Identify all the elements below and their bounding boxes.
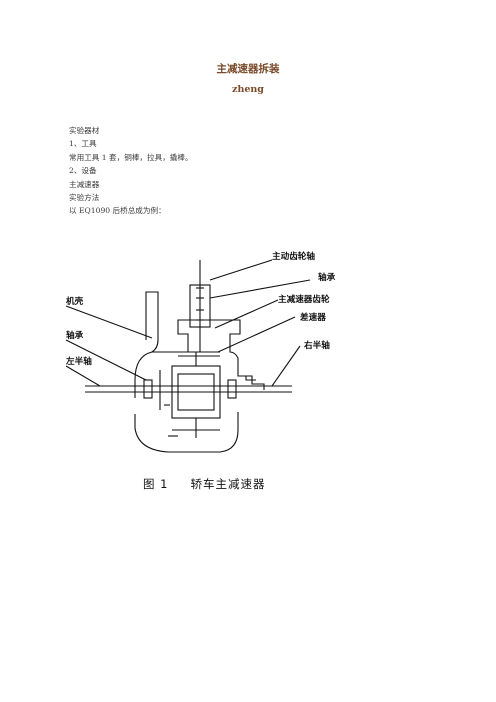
body-line: 主减速器: [69, 179, 100, 189]
label-bearing-left: 轴承: [66, 329, 84, 341]
label-drive-pinion-shaft: 主动齿轮轴: [272, 250, 315, 262]
leader-bearing-right: [209, 279, 311, 299]
figure-caption-number: 图 1: [143, 477, 169, 491]
reducer-diagram: 主动齿轮轴 轴承 主减速器齿轮 差速器 右半轴 机壳 轴承 左半轴: [60, 240, 360, 500]
body-line: 以 EQ1090 后桥总成为例：: [69, 206, 166, 216]
leader-pinion: [209, 259, 273, 281]
leader-bearing-left: [65, 339, 147, 381]
label-right-half-shaft: 右半轴: [304, 339, 330, 351]
label-differential: 差速器: [300, 311, 326, 323]
label-housing: 机壳: [66, 295, 84, 307]
leader-right-shaft: [271, 345, 301, 387]
label-main-gear: 主减速器齿轮: [278, 293, 330, 305]
leader-differential: [217, 316, 296, 353]
leader-main-gear: [214, 299, 279, 329]
leader-housing: [65, 305, 153, 339]
document-author: zheng: [232, 84, 264, 95]
body-line: 常用工具 1 套，铜棒，拉具，撬棒。: [69, 152, 193, 162]
figure-caption-text: 轿车主减速器: [190, 477, 266, 491]
reducer-diagram-svg: 主动齿轮轴 轴承 主减速器齿轮 差速器 右半轴 机壳 轴承 左半轴: [65, 250, 336, 453]
leader-left-shaft: [65, 365, 101, 387]
body-line: 1、工具: [69, 139, 97, 149]
left-bearing-shape: [143, 379, 153, 399]
body-line: 实验器材: [69, 126, 100, 135]
document-body: 实验器材 1、工具 常用工具 1 套，铜棒，拉具，撬棒。 2、设备 主减速器 实…: [69, 124, 193, 218]
body-line: 2、设备: [69, 166, 97, 176]
label-left-half-shaft: 左半轴: [65, 355, 92, 367]
housing-outline: [145, 291, 265, 390]
label-bearing-right: 轴承: [318, 271, 336, 283]
document-title: 主减速器拆装: [216, 63, 280, 75]
body-line: 实验方法: [69, 193, 100, 203]
figure-caption: 图 1 轿车主减速器: [143, 476, 265, 492]
right-bearing-shape: [227, 379, 237, 399]
housing-bottom: [134, 412, 239, 453]
housing-left: [134, 351, 153, 398]
